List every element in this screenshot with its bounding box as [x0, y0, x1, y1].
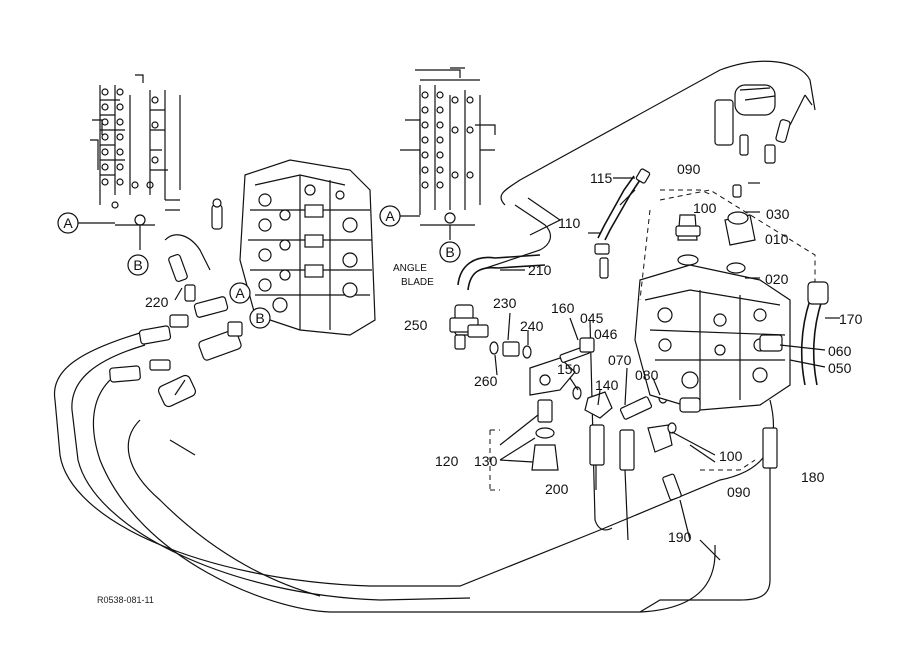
part-number-150: 150	[557, 361, 581, 377]
part-number-030: 030	[766, 206, 790, 222]
connector-a-label: A	[63, 215, 73, 231]
hose-routing	[53, 60, 816, 613]
part-number-115: 115	[590, 170, 613, 186]
connector-a-label: A	[235, 285, 245, 301]
connector-b-label: B	[133, 257, 142, 273]
part-number-020: 020	[765, 271, 789, 287]
part-number-046: 046	[594, 326, 618, 342]
angle-blade-label-line1: ANGLE	[393, 263, 427, 274]
part-number-100-bottom: 100	[719, 448, 743, 464]
part-number-140: 140	[595, 377, 619, 393]
connector-a-label: A	[385, 208, 395, 224]
part-number-220: 220	[145, 294, 169, 310]
part-number-120: 120	[435, 453, 459, 469]
upper-right-fittings	[675, 182, 760, 274]
part-number-260: 260	[474, 373, 498, 389]
part-number-230: 230	[493, 295, 517, 311]
pipe-110	[594, 168, 651, 279]
valve-schematic-left	[90, 74, 181, 250]
part-number-060: 060	[828, 343, 852, 359]
hose-170	[800, 281, 829, 386]
part-number-130: 130	[474, 453, 498, 469]
part-number-050: 050	[828, 360, 852, 376]
connector-b-block: B	[249, 307, 271, 329]
connector-a-left: A	[57, 212, 79, 234]
group-brackets	[489, 189, 756, 491]
angle-blade-label-line2: BLADE	[401, 277, 434, 288]
connector-b-label: B	[255, 310, 264, 326]
part-number-110: 110	[558, 215, 581, 231]
part-number-240: 240	[520, 318, 544, 334]
connector-b-left: B	[127, 254, 149, 276]
valve-schematic-center	[400, 67, 496, 240]
part-number-200: 200	[545, 481, 569, 497]
connector-a-center: A	[379, 205, 401, 227]
part-number-160: 160	[551, 300, 575, 316]
part-number-010: 010	[765, 231, 789, 247]
part-number-070: 070	[608, 352, 632, 368]
right-valve-assembly	[634, 189, 816, 413]
drawing-code: R0538-081-11	[97, 595, 154, 605]
leader-lines	[78, 177, 840, 541]
part-number-100-top: 100	[693, 200, 717, 216]
connector-b-label: B	[445, 244, 454, 260]
connector-a-block: A	[229, 282, 251, 304]
part-number-190: 190	[668, 529, 692, 545]
part-number-045: 045	[580, 310, 604, 326]
angle-blade-fittings	[449, 254, 546, 350]
part-number-180: 180	[801, 469, 825, 485]
connector-b-center: B	[439, 241, 461, 263]
center-fittings	[489, 337, 778, 501]
top-right-cylinder	[714, 84, 813, 164]
part-number-170: 170	[839, 311, 863, 327]
part-number-090-top: 090	[677, 161, 701, 177]
part-number-090-bottom: 090	[727, 484, 751, 500]
control-valve-block	[239, 159, 376, 336]
left-fittings	[109, 198, 243, 456]
part-number-250: 250	[404, 317, 428, 333]
part-number-080: 080	[635, 367, 659, 383]
part-number-210: 210	[528, 262, 552, 278]
